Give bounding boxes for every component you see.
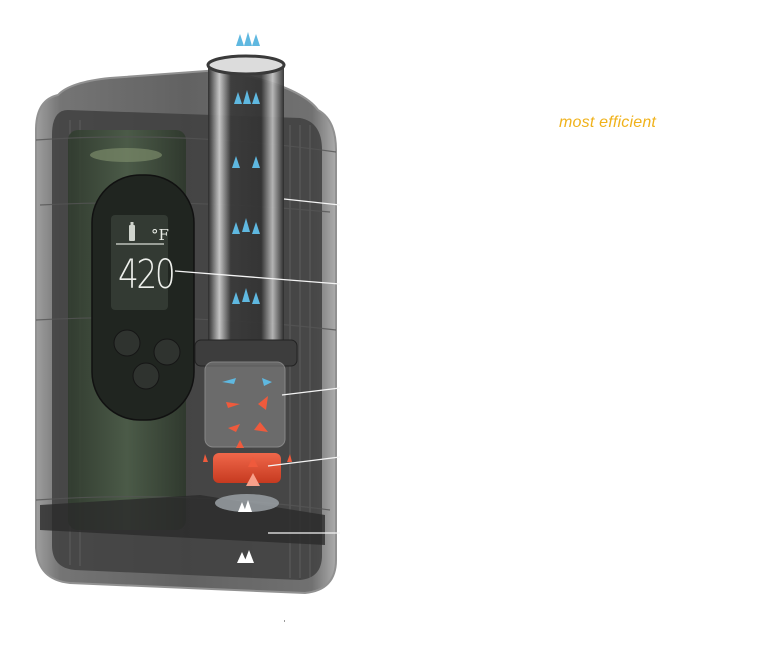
stray-mark: [284, 620, 285, 622]
callout-lines: [174, 198, 341, 534]
hot-air-arrows: [203, 396, 292, 467]
temperature-readout: 420: [118, 252, 176, 298]
callout-heater: [267, 456, 341, 467]
heater-arrow: [246, 473, 260, 486]
intake-air-arrows: [237, 500, 254, 563]
heater: [213, 453, 281, 483]
callout-display: [174, 270, 341, 285]
power-button[interactable]: [132, 362, 160, 390]
battery-icon: [129, 225, 135, 241]
tagline: most efficient: [559, 114, 657, 131]
callout-chamber: [281, 387, 341, 396]
temperature-unit: °F: [151, 226, 169, 244]
plus-button[interactable]: [153, 338, 181, 366]
minus-button[interactable]: [113, 329, 141, 357]
control-buttons: [113, 329, 181, 390]
cool-air-arrows: [222, 32, 272, 386]
callout-glass-stem: [283, 198, 341, 206]
glass-stem: [208, 62, 284, 352]
stem-mouthpiece: [206, 54, 286, 76]
chamber: [204, 361, 286, 448]
lcd-screen: [111, 215, 168, 310]
